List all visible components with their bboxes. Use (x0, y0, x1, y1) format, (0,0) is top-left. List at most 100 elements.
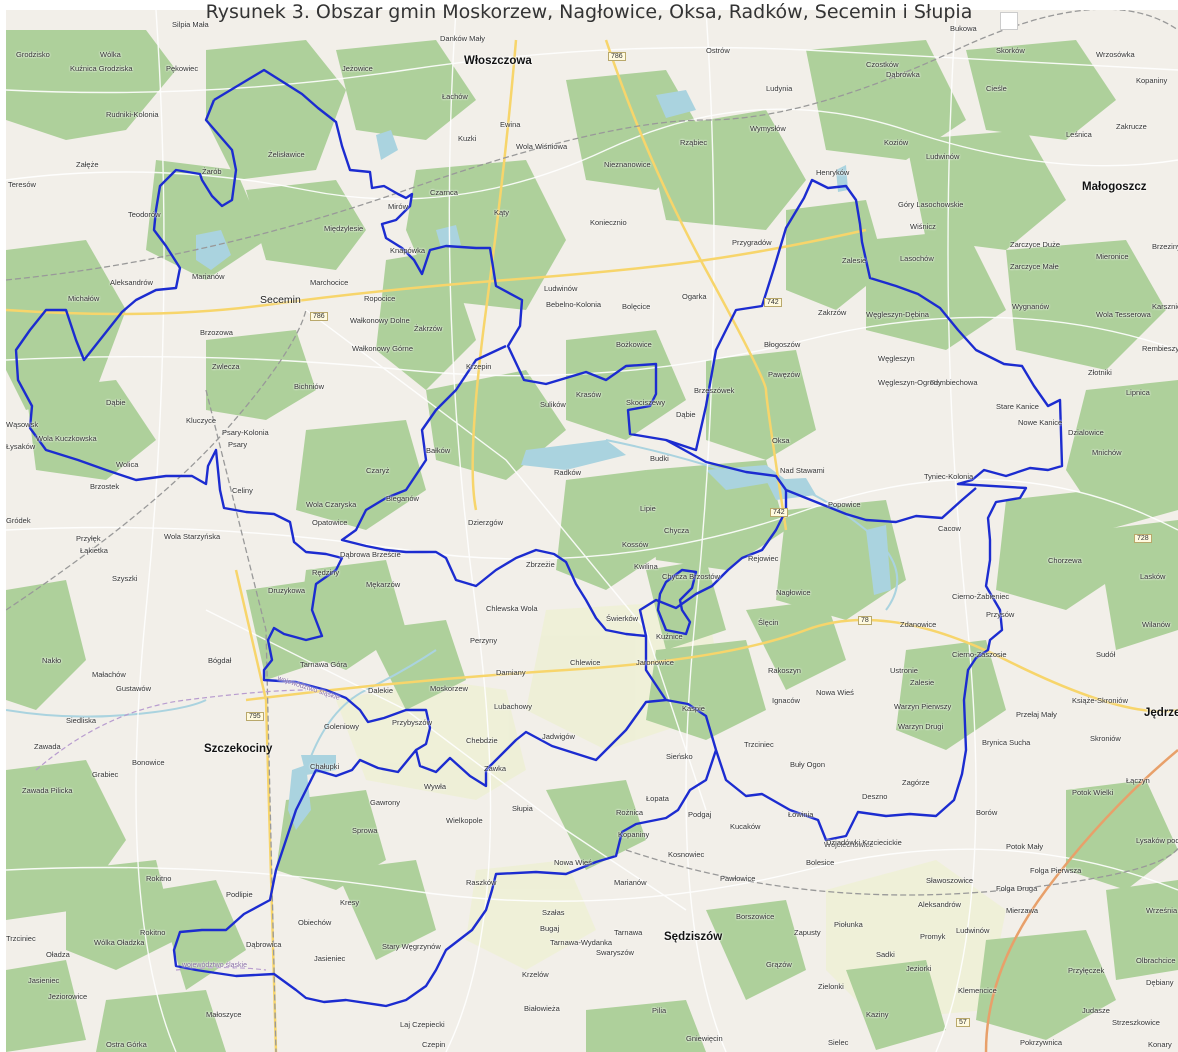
village-label: Ropocice (364, 294, 396, 303)
village-label: Szyszki (112, 574, 138, 583)
village-label: Wola Kuczkowska (36, 434, 97, 443)
village-label: Łąkietka (80, 546, 108, 555)
village-label: Gawrony (370, 798, 401, 807)
village-label: Białowieża (524, 1004, 560, 1013)
village-label: Zbrzeżie (526, 560, 555, 569)
village-label: Dąbie (106, 398, 126, 407)
village-label: Ludwinów (544, 284, 578, 293)
village-label: Sielec (828, 1038, 849, 1047)
village-label: Sławoszowice (926, 876, 974, 885)
village-label: Trzciniec (6, 934, 36, 943)
village-label: Wólka (100, 50, 121, 59)
village-label: Wojciechowice (824, 840, 874, 849)
village-label: Marianów (614, 878, 647, 887)
village-label: Koziów (884, 138, 909, 147)
village-label: Wólka Oładzka (94, 938, 145, 947)
village-label: Tarnawa (614, 928, 643, 937)
village-label: Marianów (192, 272, 225, 281)
village-label: Konary (1148, 1040, 1172, 1049)
village-label: Jeżowice (342, 64, 373, 73)
village-label: Dąbrowa (340, 550, 371, 559)
village-label: Deszno (862, 792, 888, 801)
village-label: Dąbrówka (886, 70, 920, 79)
road-shield: 786 (608, 52, 626, 61)
village-label: Aleksandrów (918, 900, 961, 909)
road-shield: 795 (246, 712, 264, 721)
village-label: Lubachowy (494, 702, 532, 711)
village-label: Rędziny (312, 568, 340, 577)
road-shield: 786 (310, 312, 328, 321)
road-shield: 57 (956, 1018, 970, 1027)
village-label: Kopaniny (618, 830, 650, 839)
village-label: Ludynia (766, 84, 793, 93)
village-label: Rejowiec (748, 554, 779, 563)
village-label: Brzeście (372, 550, 401, 559)
village-label: Chorzewa (1048, 556, 1082, 565)
gmina-boundary-enclave (656, 568, 698, 636)
village-label: Przełaj Mały (1016, 710, 1057, 719)
village-label: Sudół (1096, 650, 1116, 659)
village-label: Nieznanowice (604, 160, 651, 169)
village-label: Rząbiec (680, 138, 708, 147)
village-label: Wolica (116, 460, 139, 469)
village-label: Rembieszyce (1142, 344, 1178, 353)
gmina-boundary-mid (638, 490, 788, 637)
village-label: Obiechów (298, 918, 332, 927)
village-label: Małachów (92, 670, 126, 679)
village-label: Czepin (422, 1040, 446, 1049)
village-label: Bukowa (950, 24, 977, 33)
village-label: Ostrów (706, 46, 730, 55)
village-label: Marchocice (310, 278, 349, 287)
village-label: Nakło (42, 656, 62, 665)
village-label: Henryków (816, 168, 850, 177)
village-label: Borów (976, 808, 998, 817)
village-label: Mirów (388, 202, 408, 211)
village-label: Brzozowa (200, 328, 233, 337)
village-label: Stare Kanice (996, 402, 1039, 411)
village-label: Mękarzów (366, 580, 401, 589)
village-label: Wąsowsk (6, 420, 39, 429)
village-label: Przyłęk (76, 534, 101, 543)
village-label: Bichniów (294, 382, 325, 391)
village-label: Grązów (766, 960, 792, 969)
village-label: Bonowice (132, 758, 165, 767)
village-label: Zakrucze (1116, 122, 1147, 131)
village-label: Kaspie (682, 704, 705, 713)
village-label: Zalesie (842, 256, 867, 265)
village-label: Zarczyce Duże (1010, 240, 1061, 249)
village-label: Ostra Górka (106, 1040, 147, 1049)
village-label: Damiany (496, 668, 526, 677)
village-label: Gustawów (116, 684, 152, 693)
road-shield: 728 (1134, 534, 1152, 543)
village-label: Kucaków (730, 822, 761, 831)
village-label: Swaryszów (596, 948, 634, 957)
village-label: Teresów (8, 180, 36, 189)
village-label: Ewina (500, 120, 521, 129)
forest-layer (6, 30, 1178, 1052)
village-label: Wałkonowy Górne (352, 344, 413, 353)
village-label: Jadwigów (542, 732, 575, 741)
village-label: Podgaj (688, 810, 712, 819)
village-label: Klemencice (958, 986, 997, 995)
village-label: Rakoszyn (768, 666, 801, 675)
village-label: Warzyn Drugi (898, 722, 944, 731)
village-label: Tarnawa-Wydanka (550, 938, 613, 947)
village-label: Czarnca (430, 188, 458, 197)
village-label: Kuzki (458, 134, 477, 143)
village-label: Buły Ogon (790, 760, 826, 769)
village-label: Łysaków (6, 442, 36, 451)
village-label: Krzelów (522, 970, 549, 979)
village-label: Chycza (664, 526, 690, 535)
village-label: Oksa (772, 436, 790, 445)
voivodeship-label: województwo śląskie (182, 962, 247, 969)
map-control-box[interactable] (1000, 12, 1018, 30)
figure-caption: Rysunek 3. Obszar gmin Moskorzew, Nagłow… (205, 1, 973, 23)
village-label: Lipnica (1126, 388, 1150, 397)
village-label: Zawada (34, 742, 61, 751)
village-label: Chałupki (310, 762, 340, 771)
village-label: Międzylesie (324, 224, 364, 233)
village-label: Gródek (6, 516, 31, 525)
map-view[interactable]: Włoszczowa Szczekociny Sędziszów Małogos… (6, 10, 1178, 1052)
map-canvas (6, 10, 1178, 1052)
village-label: Kaziny (866, 1010, 889, 1019)
